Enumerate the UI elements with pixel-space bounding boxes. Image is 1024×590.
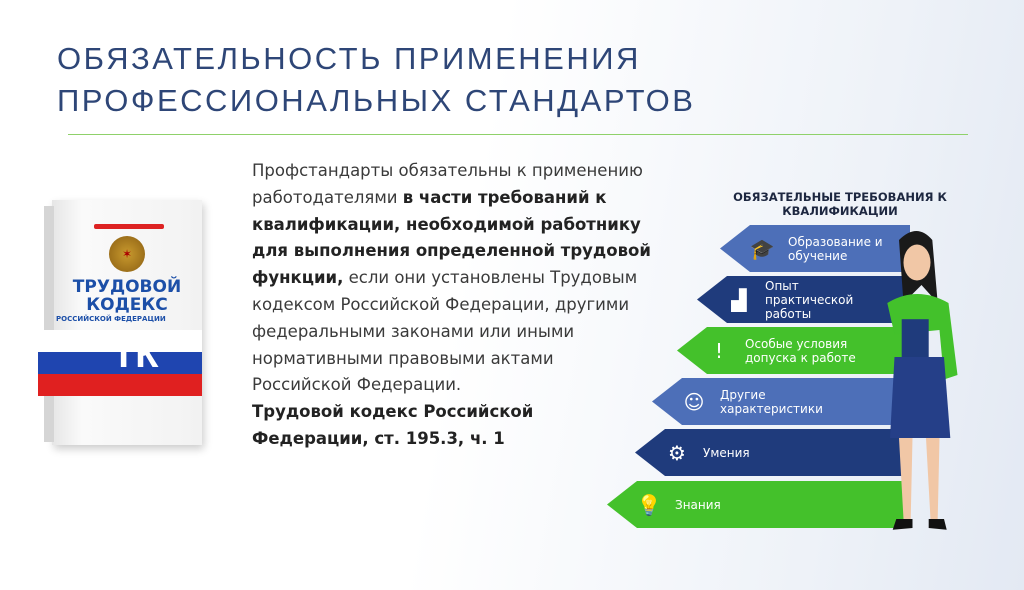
body-text-bold: в части требований к квалификации, необх… <box>252 187 651 288</box>
exclamation-icon: ! <box>714 338 724 363</box>
book-subtitle: РОССИЙСКОЙ ФЕДЕРАЦИИ <box>56 315 166 323</box>
requirement-knowledge: 💡 Знания <box>607 481 910 528</box>
book-spine <box>44 206 54 442</box>
title-line: ПРОФЕССИОНАЛЬНЫХ СТАНДАРТОВ <box>57 83 696 118</box>
body-text-part: если они установлены Трудовым кодексом Р… <box>252 268 638 395</box>
requirement-education: 🎓 Образование и обучение <box>720 225 910 272</box>
divider <box>68 134 968 135</box>
lightbulb-book-icon: 💡 <box>636 492 662 517</box>
requirement-skills: ⚙ Умения <box>635 429 910 476</box>
infographic-title: ОБЯЗАТЕЛЬНЫЕ ТРЕБОВАНИЯ К КВАЛИФИКАЦИИ <box>733 190 947 218</box>
graduation-cap-icon: 🎓 <box>749 236 775 261</box>
requirement-label: Знания <box>675 497 721 512</box>
skills-icon: ⚙ <box>668 440 686 465</box>
flag-stripes <box>38 330 202 396</box>
requirement-label: Особые условия допуска к работе <box>745 336 856 365</box>
book-title: ТРУДОВОЙ КОДЕКС <box>72 277 182 315</box>
worker-stairs-icon: ▟ <box>731 287 747 312</box>
requirement-experience: ▟ Опыт практической работы <box>697 276 910 323</box>
body-text-part: Профстандарты обязательны к применению р… <box>252 161 643 207</box>
requirement-special-conditions: ! Особые условия допуска к работе <box>677 327 910 374</box>
body-text: Профстандарты обязательны к применению р… <box>252 158 652 453</box>
title-line: ОБЯЗАТЕЛЬНОСТЬ ПРИМЕНЕНИЯ <box>57 41 641 76</box>
requirement-label: Опыт практической работы <box>765 278 854 321</box>
coat-of-arms-icon: ✶ <box>109 236 145 272</box>
requirement-other: ☺ Другие характеристики <box>652 378 910 425</box>
book-abbr: ТК <box>112 334 159 376</box>
labor-code-book-image: ✶ ТРУДОВОЙ КОДЕКС РОССИЙСКОЙ ФЕДЕРАЦИИ Т… <box>38 200 202 445</box>
woman-illustration <box>887 231 958 530</box>
person-icon: ☺ <box>683 389 705 414</box>
requirement-label: Другие характеристики <box>720 387 823 416</box>
book-tag <box>94 224 164 229</box>
slide-title: ОБЯЗАТЕЛЬНОСТЬ ПРИМЕНЕНИЯ ПРОФЕССИОНАЛЬН… <box>57 38 695 122</box>
citation: Трудовой кодекс Российской Федерации, ст… <box>252 402 534 448</box>
requirement-label: Образование и обучение <box>788 234 883 263</box>
requirement-label: Умения <box>703 445 750 460</box>
